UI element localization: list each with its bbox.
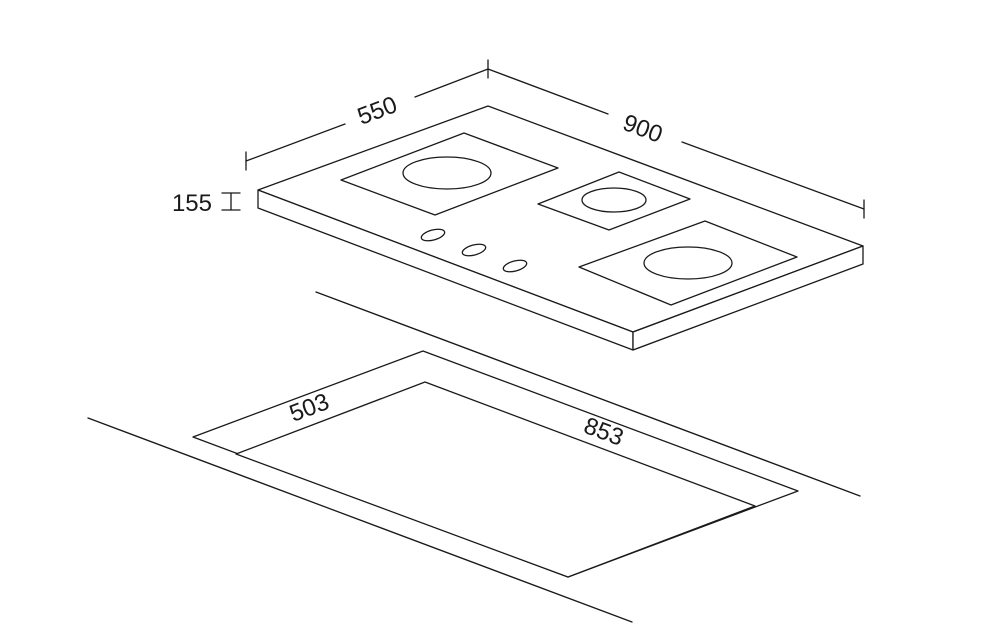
burner-ring-large-back: [402, 156, 492, 190]
countertop-front-edge: [87, 417, 633, 623]
burner-zone-large-front: [578, 220, 798, 306]
control-knob-1: [420, 228, 446, 242]
cutout-inner-outline: [235, 381, 756, 578]
burner-ring-large-front: [643, 246, 733, 280]
dimension-depth-line-left: [245, 123, 346, 162]
dimension-width-line-right: [681, 141, 865, 210]
countertop: [87, 291, 861, 623]
burner-zone-small: [537, 171, 691, 231]
control-knob-3: [502, 259, 528, 273]
dimension-depth-label: 550: [354, 91, 401, 130]
control-knobs: [420, 228, 528, 273]
cooktop-right-face: [632, 245, 864, 351]
dimension-height: 155: [172, 190, 241, 217]
control-knob-2: [461, 243, 487, 257]
burner-ring-small: [581, 187, 647, 213]
dimension-height-label: 155: [172, 190, 212, 217]
countertop-back-edge: [315, 291, 861, 497]
cooktop: [257, 105, 864, 351]
burner-zone-large-back: [340, 132, 559, 216]
dimension-width-line-left: [487, 68, 609, 115]
dimension-depth-line-right: [414, 68, 489, 98]
cutout: [192, 350, 799, 578]
dimension-width-label: 900: [619, 109, 666, 148]
